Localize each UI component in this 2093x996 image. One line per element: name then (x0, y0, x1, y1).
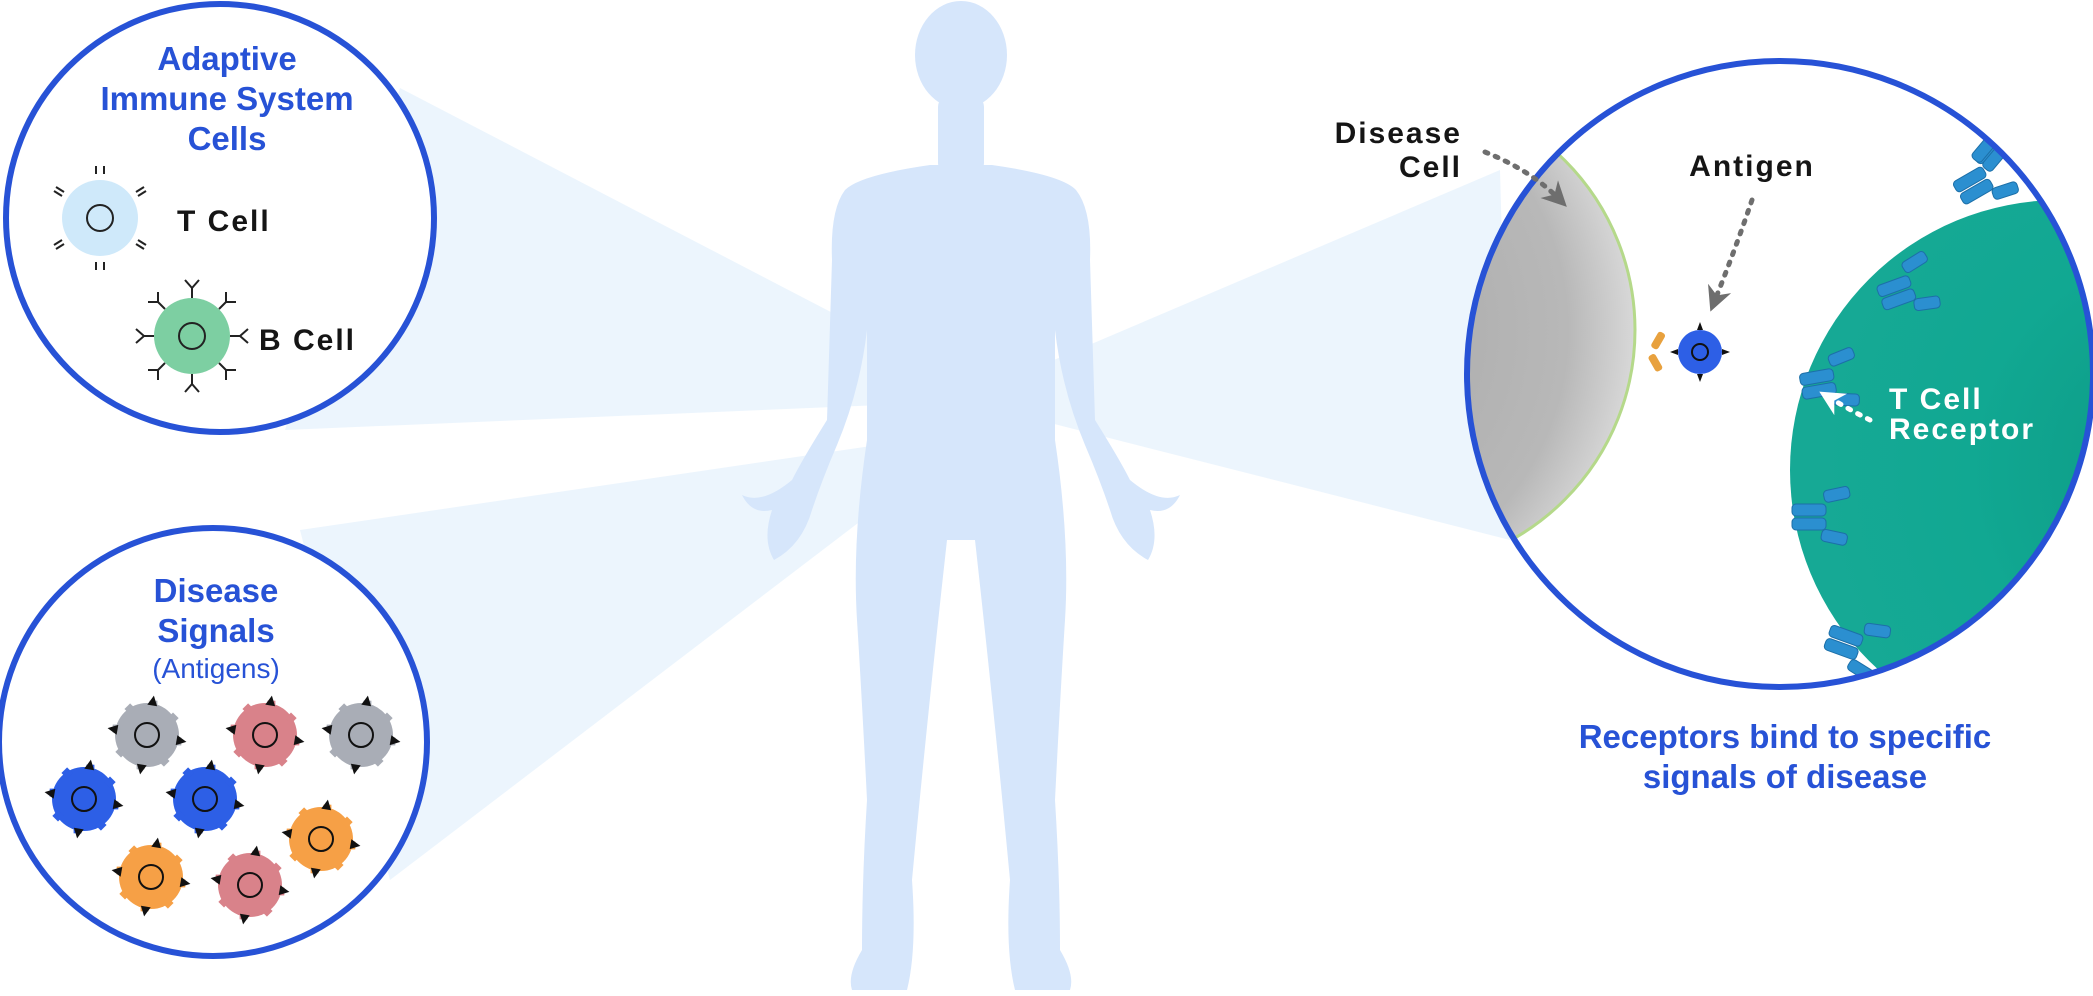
adaptive-title-line-2: Immune System (100, 80, 353, 117)
b-cell-label: B Cell (259, 324, 356, 357)
antigen-label: Antigen (1689, 150, 1815, 183)
receptor-label-line-1: T Cell (1889, 383, 1983, 416)
adaptive-cells-panel: Adaptive Immune System Cells T Cell (6, 4, 434, 432)
disease-title-line-2: Signals (157, 612, 274, 649)
disease-cell-label-line-1: Disease (1335, 117, 1462, 150)
disease-subtitle: (Antigens) (152, 653, 280, 684)
binding-caption-line-2: signals of disease (1643, 758, 1927, 795)
disease-cell-label-line-2: Cell (1399, 151, 1462, 184)
disease-signals-panel: Disease Signals (Antigens) (0, 528, 427, 956)
adaptive-title-line-1: Adaptive (157, 40, 296, 77)
binding-caption-line-1: Receptors bind to specific (1579, 718, 1992, 755)
disease-title-line-1: Disease (154, 572, 279, 609)
adaptive-title-line-3: Cells (188, 120, 267, 157)
t-cell-label: T Cell (177, 205, 271, 238)
receptor-label-line-2: Receptor (1889, 413, 2035, 446)
human-silhouette (742, 1, 1180, 990)
